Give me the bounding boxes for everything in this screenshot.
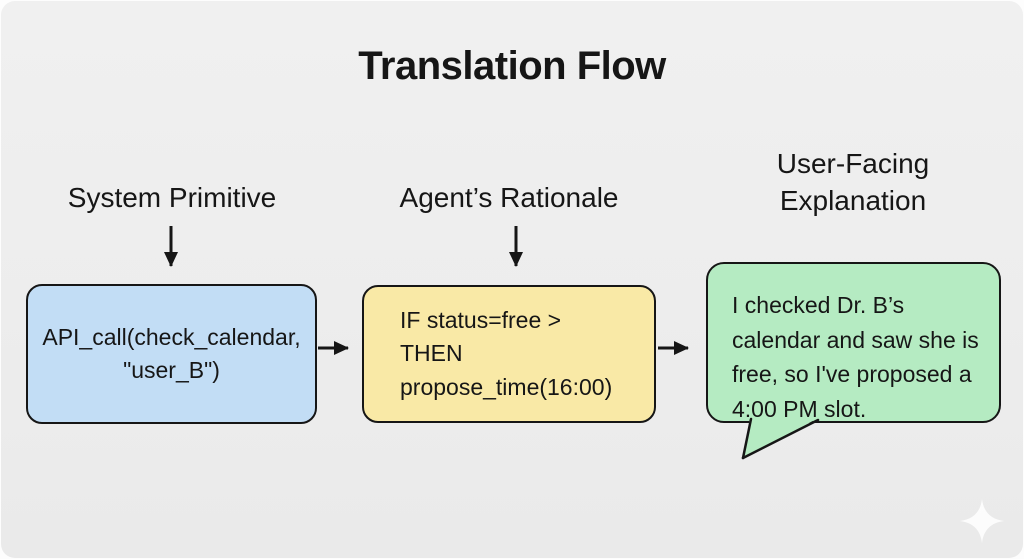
label-system-primitive: System Primitive [67, 182, 277, 213]
box-text-line: IF status=free > [400, 306, 562, 333]
label-user-facing-explanation: User-Facing Explanation [776, 148, 930, 216]
bubble-text-line: 4:00 PM slot. [732, 395, 867, 422]
box-text-line: "user_B") [123, 357, 220, 383]
sparkle-icon [960, 499, 1004, 543]
bubble-text-line: calendar and saw she is [732, 326, 979, 353]
diagram-title: Translation Flow [358, 44, 666, 88]
box-text-line: API_call(check_calendar, [42, 323, 301, 350]
box-text-line: THEN [400, 340, 463, 367]
box-system-primitive: API_call(check_calendar, "user_B") [26, 284, 317, 424]
bubble-text-line: free, so I've proposed a [732, 361, 972, 387]
bubble-text-line: I checked Dr. B’s [732, 292, 905, 318]
box-agents-rationale: IF status=free > THEN propose_time(16:00… [362, 285, 656, 423]
label-agents-rationale: Agent’s Rationale [399, 182, 619, 213]
box-text-line: propose_time(16:00) [400, 373, 613, 400]
speech-bubble-user-explanation: I checked Dr. B’s calendar and saw she i… [706, 262, 1001, 423]
